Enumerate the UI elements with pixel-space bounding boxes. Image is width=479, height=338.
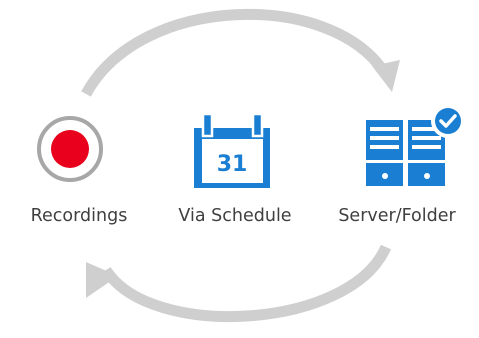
calendar-icon: 31 <box>194 112 270 188</box>
flow-arrow-bottom <box>86 244 392 323</box>
schedule-label: Via Schedule <box>178 206 292 226</box>
server-folder-label: Server/Folder <box>338 206 456 226</box>
calendar-day-number: 31 <box>217 152 248 177</box>
flow-arrow-top <box>81 8 400 97</box>
recordings-label: Recordings <box>30 206 128 226</box>
checkmark-badge-icon <box>431 104 465 138</box>
record-button-icon <box>37 116 103 182</box>
server-check-icon <box>366 104 465 186</box>
